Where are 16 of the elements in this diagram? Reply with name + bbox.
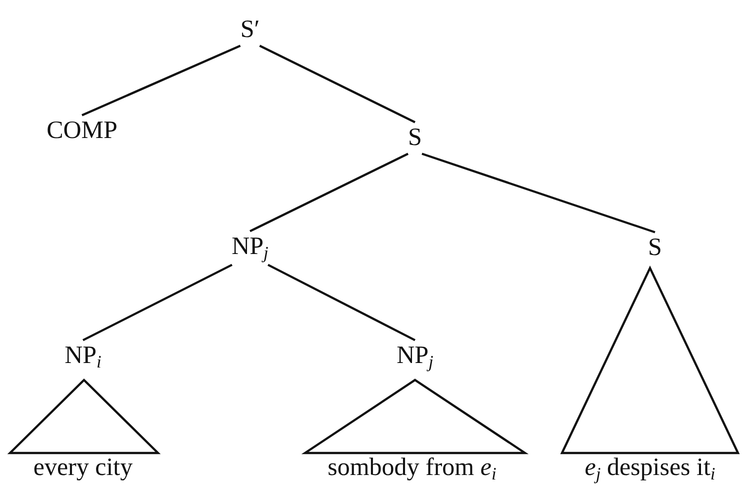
terminal-string: sombody from e$_{i}$ [328,454,496,484]
tree-node-label: S [648,234,662,262]
terminal-string: every city [33,454,133,482]
tree-node-label: NP$_{i}$ [64,342,102,372]
tree-branch [268,264,416,342]
tree-branch [82,44,241,116]
tree-node-label: S′ [240,16,260,44]
tree-branch [250,152,409,232]
tree-node-label: S [408,124,422,152]
tree-node-label: NP$_{j}$ [396,342,434,372]
terminal-string: e$_{j}$ despises it$_{i}$ [584,454,716,484]
tree-node-label: COMP [46,117,118,145]
tree-branch [259,44,416,124]
tree-node-label: NP$_{j}$ [232,233,268,263]
tree-branch [422,152,656,234]
tree-branch [82,264,232,342]
